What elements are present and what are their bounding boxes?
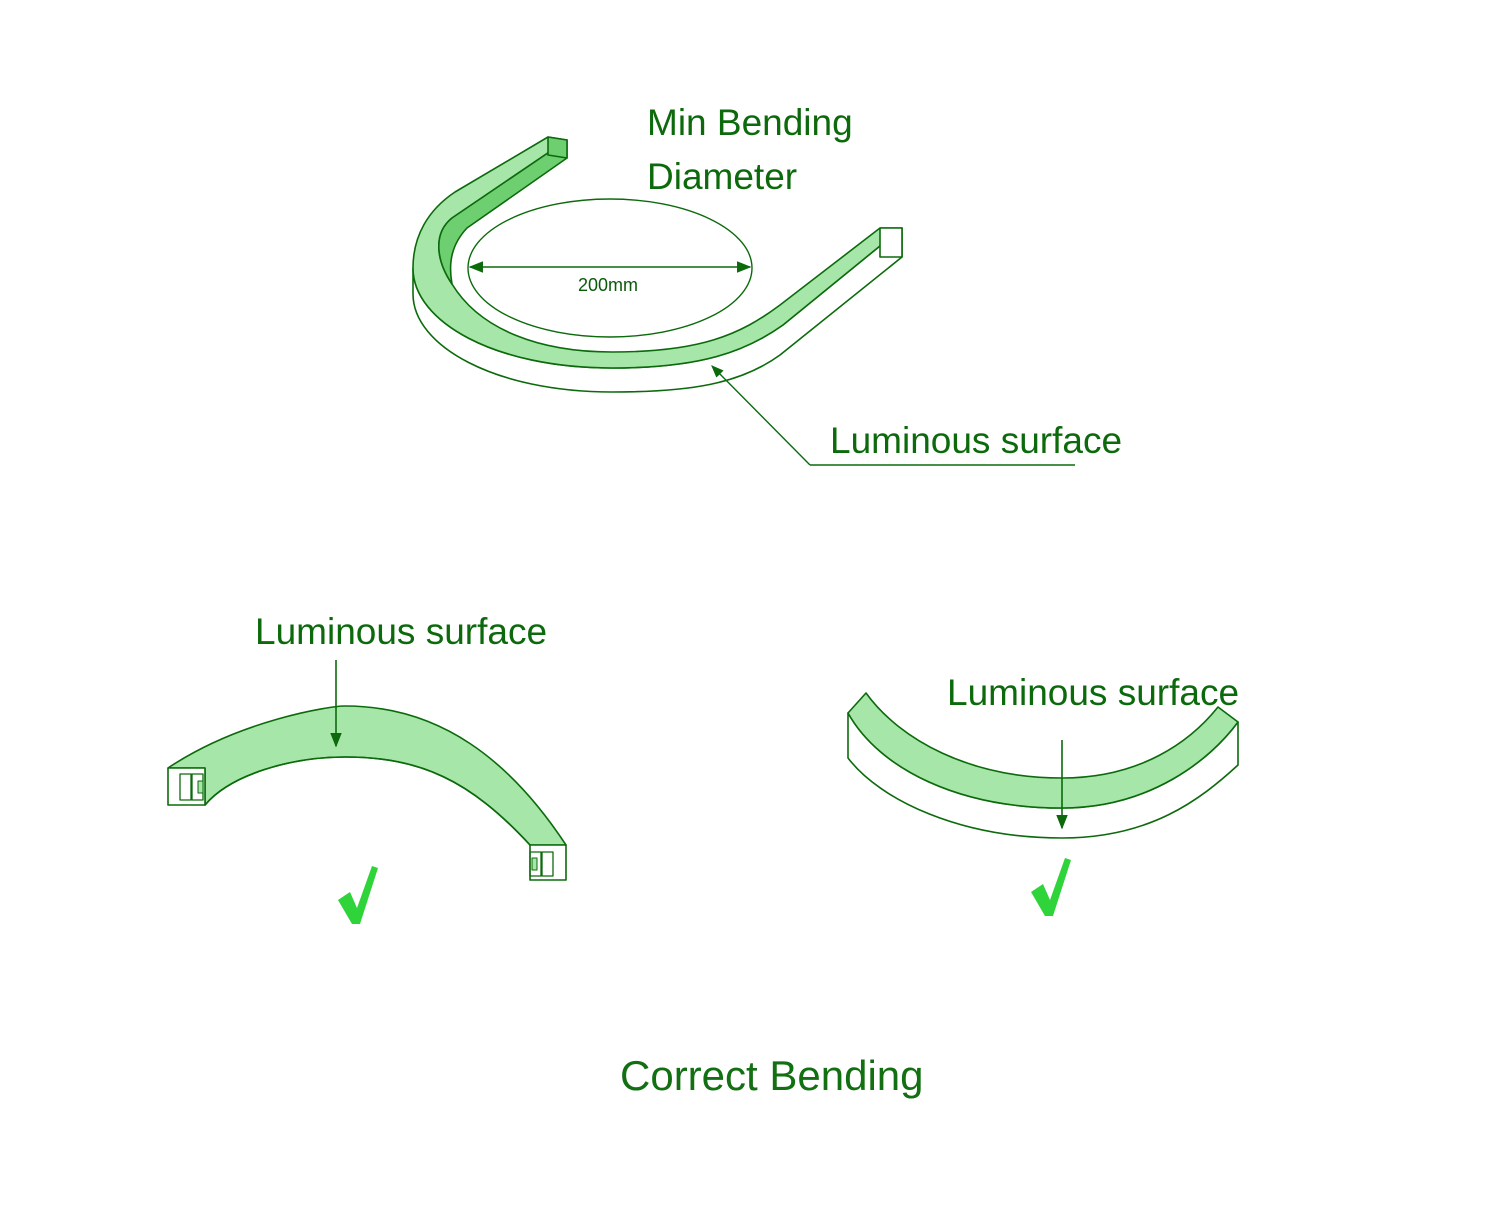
u-bend-inner-wall <box>438 139 568 285</box>
u-bend-side-wall <box>412 227 903 393</box>
min-diameter-ellipse <box>467 198 753 338</box>
left-arc-strip <box>167 705 567 881</box>
right-arc-luminous-surface <box>847 692 1239 809</box>
diameter-value-label: 200mm <box>578 275 639 295</box>
u-bend-end-cap-right <box>879 227 903 258</box>
caption: Correct Bending <box>620 1052 924 1099</box>
top-callout-leader <box>711 365 1075 466</box>
right-arc-strip <box>847 692 1239 839</box>
left-luminous-surface-label: Luminous surface <box>255 611 548 652</box>
check-mark-icon <box>1031 858 1071 916</box>
u-bend-luminous-surface <box>412 136 903 369</box>
left-arc-inner-edge <box>204 756 531 846</box>
right-luminous-surface-label: Luminous surface <box>947 672 1240 713</box>
check-mark-icon <box>338 866 378 924</box>
min-bending-title-line1: Min Bending <box>647 102 853 143</box>
top-luminous-surface-label: Luminous surface <box>830 420 1123 461</box>
left-arc-luminous-surface <box>167 705 567 846</box>
u-bend-end-cap-left <box>547 136 568 159</box>
min-bending-title-line2: Diameter <box>647 156 798 197</box>
u-bend-strip <box>412 136 903 393</box>
